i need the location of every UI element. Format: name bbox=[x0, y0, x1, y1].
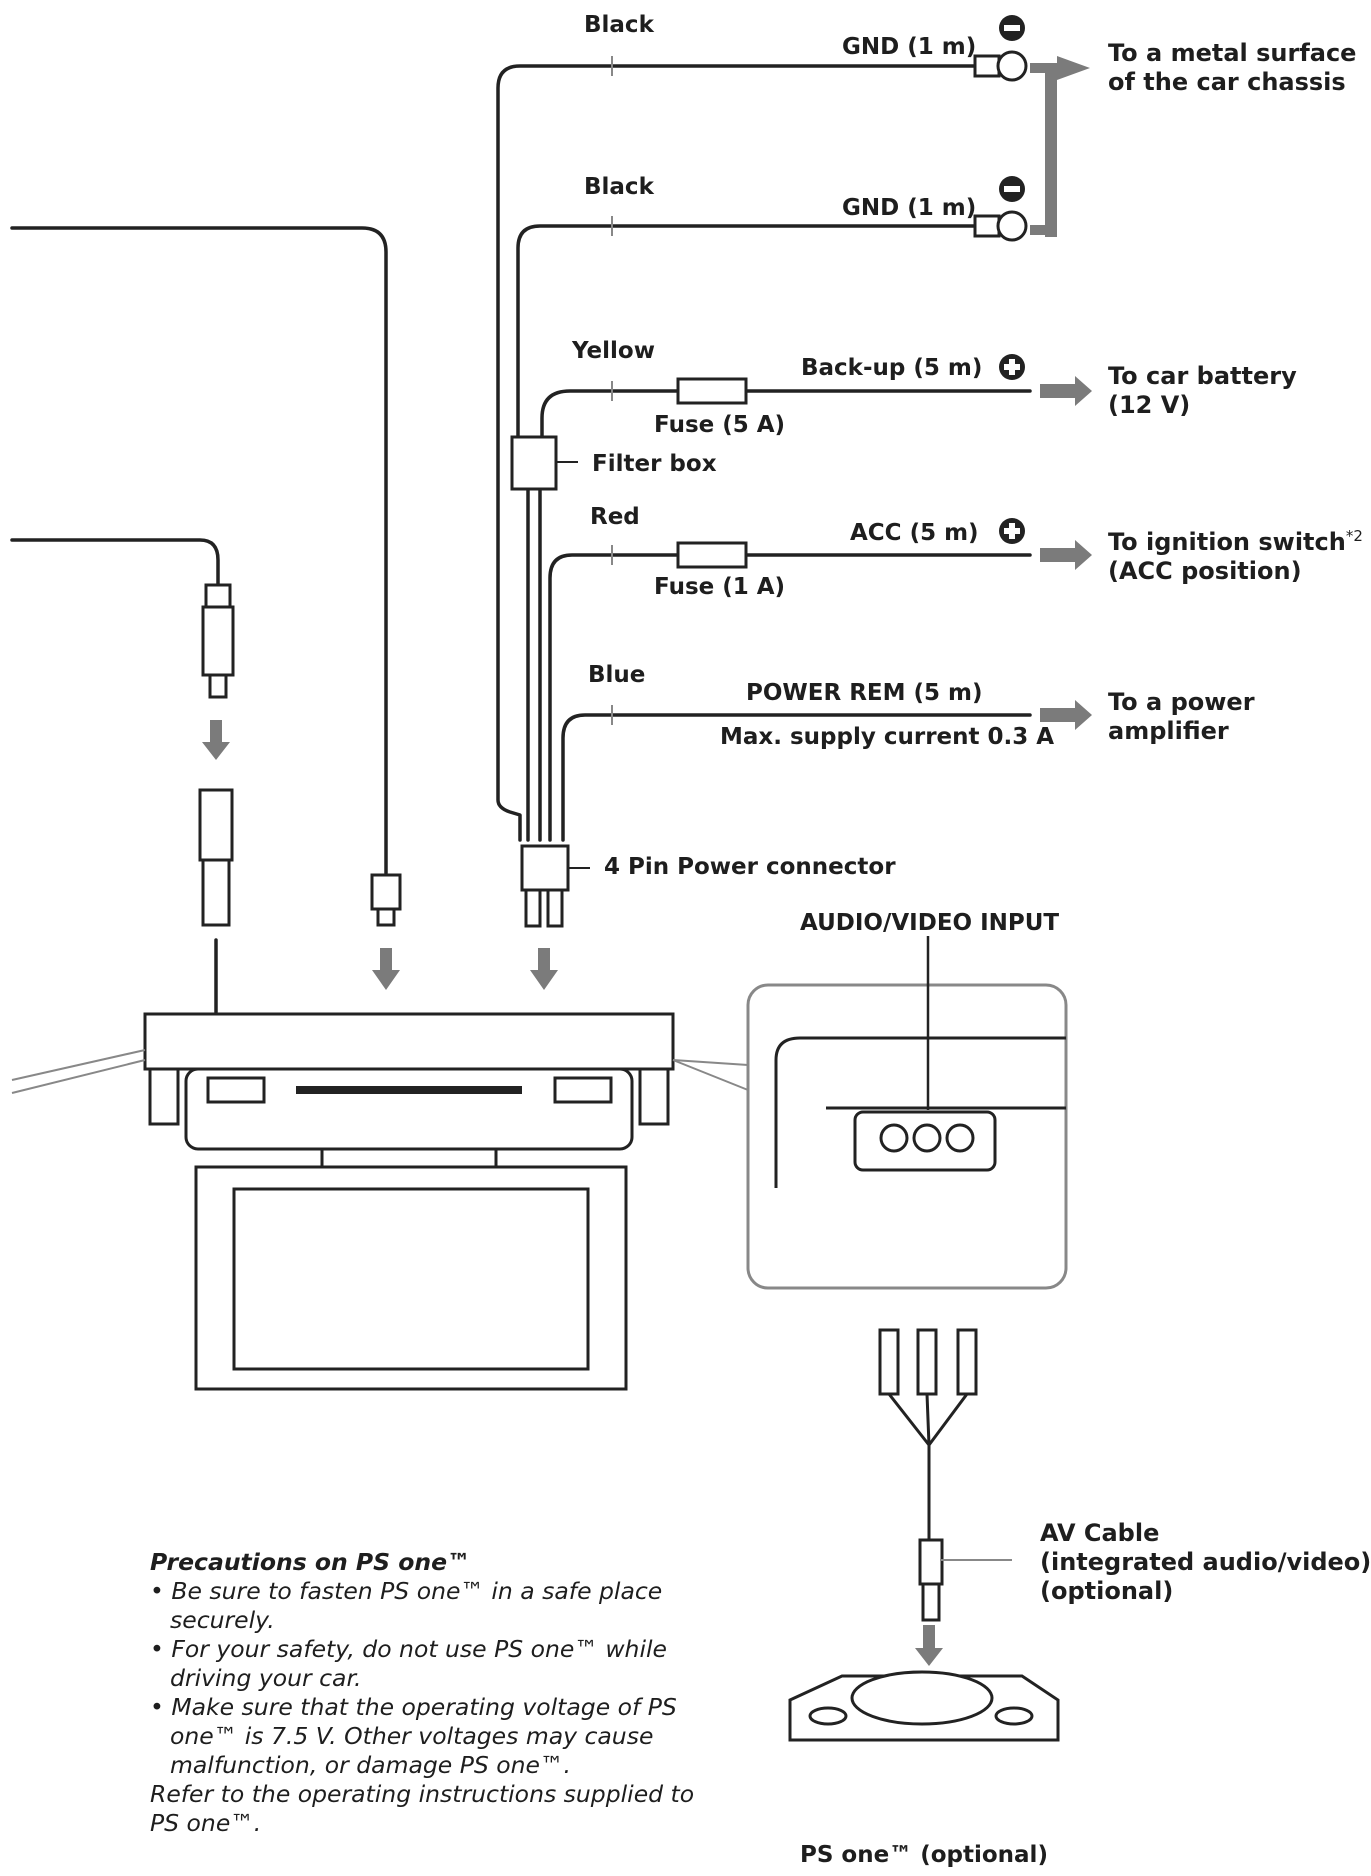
fuse-1a bbox=[676, 541, 748, 569]
gnd2-color-label: Black bbox=[584, 174, 654, 200]
precautions-footer: Refer to the operating instructions supp… bbox=[150, 1780, 695, 1837]
gnd1-wire bbox=[496, 64, 977, 842]
plus-circle-icon bbox=[999, 354, 1025, 544]
backup-label: Back-up (5 m) bbox=[801, 355, 983, 381]
audio-cable bbox=[10, 538, 220, 587]
precaution-item: Be sure to fasten PS one™ in a safe plac… bbox=[150, 1577, 730, 1635]
fuse-1a-label: Fuse (1 A) bbox=[654, 574, 786, 600]
rem-label: POWER REM (5 m) bbox=[746, 680, 983, 706]
precaution-item: For your safety, do not use PS one™ whil… bbox=[150, 1635, 730, 1693]
gnd2-label: GND (1 m) bbox=[842, 195, 977, 221]
acc-color-label: Red bbox=[590, 504, 640, 530]
rem-wire bbox=[561, 713, 1032, 842]
fuse-5a bbox=[676, 377, 748, 405]
ps-one-label: PS one™ (optional) bbox=[800, 1842, 1048, 1868]
av-input-label: AUDIO/VIDEO INPUT bbox=[800, 910, 1060, 936]
precautions-title: Precautions on PS one™ bbox=[150, 1548, 471, 1576]
ignition-destination: To ignition switch*2 (ACC position) bbox=[1108, 527, 1363, 585]
gnd2-wire bbox=[516, 224, 977, 442]
acc-wire bbox=[548, 553, 1032, 842]
gnd1-label: GND (1 m) bbox=[842, 34, 977, 60]
connector-label: 4 Pin Power connector bbox=[604, 854, 896, 880]
battery-destination: To car battery(12 V) bbox=[1108, 362, 1297, 419]
rem-note: Max. supply current 0.3 A bbox=[720, 724, 1055, 750]
rem-color-label: Blue bbox=[588, 662, 646, 688]
fuse-5a-label: Fuse (5 A) bbox=[654, 412, 786, 438]
minus-circle-icon bbox=[999, 15, 1025, 202]
monitor-cable bbox=[10, 226, 388, 875]
precautions-notes: Precautions on PS one™ Be sure to fasten… bbox=[150, 1548, 730, 1838]
filter-box bbox=[510, 435, 558, 491]
gnd1-color-label: Black bbox=[584, 12, 654, 38]
backup-wire bbox=[540, 389, 1032, 442]
ps-one-console bbox=[788, 1670, 1060, 1742]
av-cable-label: AV Cable(integrated audio/video)(optiona… bbox=[1040, 1519, 1371, 1605]
acc-label: ACC (5 m) bbox=[850, 520, 979, 546]
precaution-item: Make sure that the operating voltage of … bbox=[150, 1693, 730, 1780]
monitor-unit bbox=[143, 1012, 675, 1391]
backup-color-label: Yellow bbox=[572, 338, 655, 364]
filter-box-label: Filter box bbox=[592, 451, 717, 477]
